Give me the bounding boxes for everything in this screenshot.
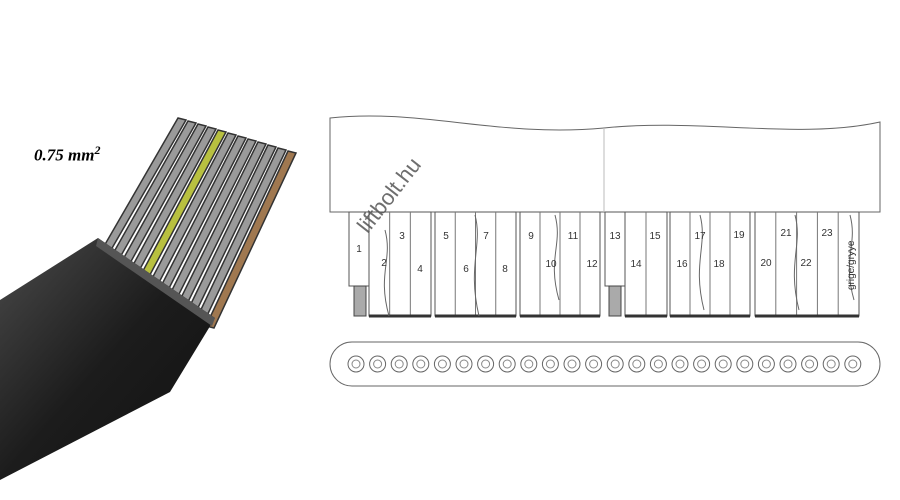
wire-number: 21 — [780, 228, 792, 239]
conductor-core — [351, 359, 361, 369]
conductor-circle — [693, 355, 711, 373]
wire-number: 23 — [821, 228, 833, 239]
twisted-pair-line — [793, 214, 800, 311]
conductor-circle — [455, 355, 473, 373]
conductor-core — [545, 359, 555, 369]
wire-number: 9 — [528, 231, 534, 242]
conductor-circle — [520, 355, 538, 373]
wire-number: 16 — [676, 259, 688, 270]
conductor-circle — [736, 355, 754, 373]
cable-top-box — [329, 115, 881, 213]
twisted-pair-line — [383, 229, 390, 317]
wire-number: 15 — [649, 231, 661, 242]
conductor-circle — [606, 355, 624, 373]
conductor-circle — [757, 355, 775, 373]
conductor-core — [826, 359, 836, 369]
wire-number: 3 — [399, 231, 405, 242]
wire-number: 17 — [694, 231, 706, 242]
wire-number: 5 — [443, 231, 449, 242]
conductor-core — [437, 359, 447, 369]
cross-section-label: 0.75 mm2 — [34, 143, 100, 166]
twisted-pair-line — [553, 214, 560, 301]
conductor-core — [675, 359, 685, 369]
conductor-core — [589, 359, 599, 369]
wire-number: 8 — [502, 264, 508, 275]
wire-groups — [348, 211, 860, 318]
conductor-core — [848, 359, 858, 369]
wire-number: 11 — [568, 231, 579, 242]
gray-wire-label: grige/gryye — [846, 240, 857, 290]
stripped-shield — [353, 285, 367, 317]
wire-number: 20 — [760, 258, 772, 269]
conductor-circle — [541, 355, 559, 373]
wire-group — [754, 211, 860, 317]
conductor-core — [524, 359, 534, 369]
wire-strand — [204, 150, 298, 329]
conductor-circle — [844, 355, 862, 373]
cable-cross-section — [329, 341, 881, 387]
twisted-pair-line — [848, 214, 855, 301]
cross-section-conductors — [347, 355, 862, 373]
conductor-core — [740, 359, 750, 369]
cross-section-exponent: 2 — [94, 143, 101, 157]
wire-number: 19 — [733, 230, 745, 241]
cross-section-value: 0.75 mm — [34, 145, 95, 165]
wire-number: 14 — [630, 259, 642, 270]
conductor-circle — [477, 355, 495, 373]
wire-number: 4 — [417, 264, 423, 275]
conductor-circle — [390, 355, 408, 373]
twisted-pair-line — [473, 214, 480, 317]
twisted-pair-line — [698, 214, 705, 311]
conductor-core — [481, 359, 491, 369]
conductor-core — [394, 359, 404, 369]
conductor-core — [416, 359, 426, 369]
conductor-circle — [563, 355, 581, 373]
conductor-core — [783, 359, 793, 369]
conductor-core — [805, 359, 815, 369]
wire-number: 13 — [609, 231, 621, 242]
conductor-circle — [671, 355, 689, 373]
conductor-circle — [347, 355, 365, 373]
conductor-core — [502, 359, 512, 369]
conductor-core — [697, 359, 707, 369]
conductor-circle — [369, 355, 387, 373]
conductor-core — [610, 359, 620, 369]
conductor-core — [459, 359, 469, 369]
conductor-circle — [433, 355, 451, 373]
conductor-circle — [714, 355, 732, 373]
wire-number: 12 — [586, 259, 598, 270]
stripped-shield — [608, 285, 622, 317]
conductor-circle — [412, 355, 430, 373]
conductor-circle — [822, 355, 840, 373]
wire-number: 18 — [713, 259, 725, 270]
wire-number: 22 — [800, 258, 812, 269]
wire-number: 7 — [483, 231, 489, 242]
conductor-core — [373, 359, 383, 369]
wire-number: 2 — [381, 258, 387, 269]
conductor-circle — [779, 355, 797, 373]
conductor-circle — [801, 355, 819, 373]
wire-number: 1 — [356, 244, 362, 255]
wire-number: 10 — [545, 259, 557, 270]
shield-wire — [604, 211, 626, 287]
conductor-core — [653, 359, 663, 369]
cable-jacket — [0, 238, 215, 480]
conductor-core — [761, 359, 771, 369]
cable-wires — [94, 117, 298, 329]
conductor-core — [567, 359, 577, 369]
conductor-circle — [628, 355, 646, 373]
conductor-circle — [585, 355, 603, 373]
wire-number: 6 — [463, 264, 469, 275]
flat-cable-photo — [0, 117, 298, 480]
jacket-edge — [96, 238, 215, 326]
conductor-core — [718, 359, 728, 369]
conductor-circle — [498, 355, 516, 373]
conductor-circle — [649, 355, 667, 373]
wire-group — [368, 211, 432, 317]
conductor-core — [632, 359, 642, 369]
